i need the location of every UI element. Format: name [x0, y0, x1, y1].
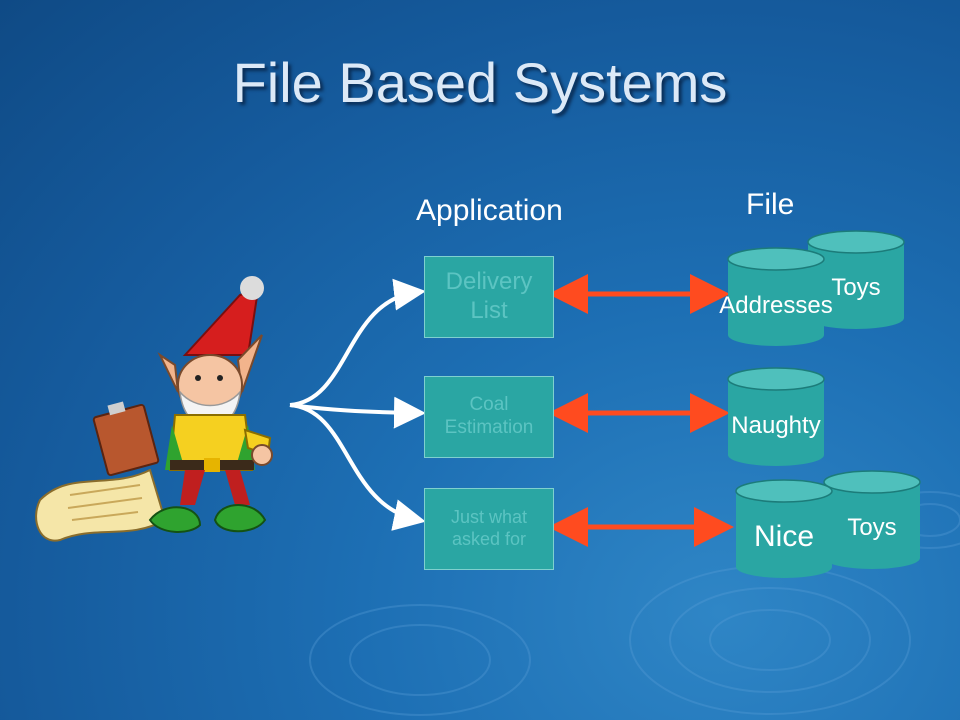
- app-delivery-list: Delivery List: [424, 256, 554, 338]
- file-addresses-label: Addresses: [719, 292, 833, 319]
- app-just-what-asked-for: Just what asked for: [424, 488, 554, 570]
- slide-title: File Based Systems: [232, 51, 728, 114]
- elf-illustration: [35, 276, 273, 542]
- app-coal-estimation: Coal Estimation: [424, 376, 554, 458]
- application-header: Application: [416, 194, 563, 227]
- cylinder-naughty: [727, 367, 825, 466]
- cylinder-toys-top: [807, 230, 905, 329]
- file-header: File: [746, 188, 795, 221]
- connector-delivery: [289, 278, 426, 407]
- file-toys-top-label: Toys: [831, 274, 881, 301]
- file-nice-label: Nice: [753, 520, 814, 553]
- file-toys-bottom-label: Toys: [847, 514, 897, 541]
- cylinder-addresses: [727, 247, 825, 346]
- file-naughty-label: Naughty: [731, 412, 821, 439]
- connector-asked: [289, 403, 426, 531]
- cylinder-nice: [735, 479, 833, 578]
- cylinder-toys-bottom: [823, 470, 921, 569]
